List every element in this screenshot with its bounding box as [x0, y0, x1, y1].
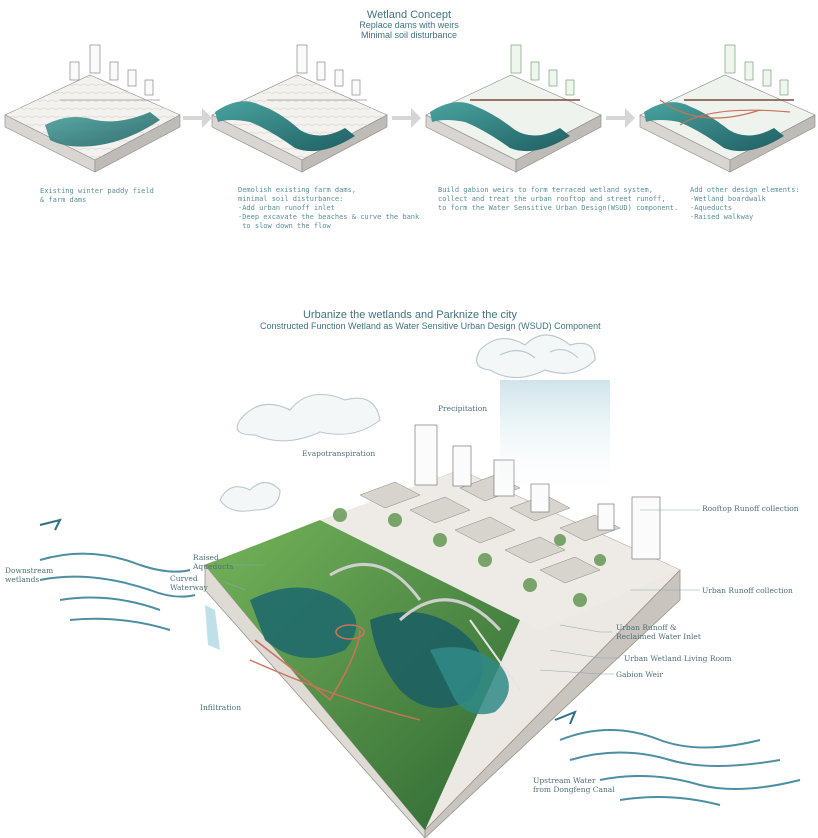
label-downstream: Downstream wetlands [5, 566, 54, 584]
step-caption-4: Add other design elements: -Wetland boar… [690, 186, 800, 221]
step-diagram-3 [425, 44, 602, 173]
label-curved-waterway: Curved Waterway [170, 574, 208, 592]
label-urban-runoff-inlet: Urban Runoff & Reclaimed Water Inlet [616, 623, 701, 641]
main-title: Urbanize the wetlands and Parknize the c… [302, 309, 517, 321]
cloud-evapotranspiration [219, 393, 381, 512]
concept-subtitle-2: Minimal soil disturbance [360, 30, 458, 40]
upstream-river [554, 710, 801, 806]
label-raised-aqueducts: Raised Aqueducts [193, 553, 234, 571]
step-arrow-1 [183, 108, 212, 128]
label-rooftop-runoff: Rooftop Runoff collection [702, 504, 799, 513]
step-diagram-2 [211, 44, 388, 173]
rain [500, 380, 610, 500]
step-arrow-2 [392, 108, 421, 128]
step-caption-2: Demolish existing farm dams, minimal soi… [238, 186, 420, 230]
label-gabion-weir: Gabion Weir [616, 670, 663, 679]
label-precipitation: Precipitation [438, 404, 488, 413]
step-caption-3: Build gabion weirs to form terraced wetl… [438, 186, 679, 212]
label-evapotranspiration: Evapotranspiration [302, 449, 376, 458]
step-diagram-4 [639, 44, 816, 173]
label-upstream: Upstream Water from Dongfeng Canal [533, 776, 615, 794]
main-wetland-block [204, 424, 681, 838]
step-arrow-3 [606, 108, 635, 128]
label-urban-runoff: Urban Runoff collection [702, 586, 793, 595]
step-caption-1: Existing winter paddy field & farm dams [40, 187, 154, 204]
downstream-river [39, 518, 196, 631]
main-subtitle: Constructed Function Wetland as Water Se… [260, 321, 601, 331]
label-infiltration: Infiltration [200, 703, 242, 712]
concept-title: Wetland Concept [366, 9, 452, 21]
label-living-room: Urban Wetland Living Room [624, 654, 732, 663]
step-diagram-1 [4, 44, 181, 173]
concept-subtitle-1: Replace dams with weirs [359, 20, 459, 30]
cloud-precipitation [476, 334, 596, 379]
leader-lines [224, 509, 700, 675]
